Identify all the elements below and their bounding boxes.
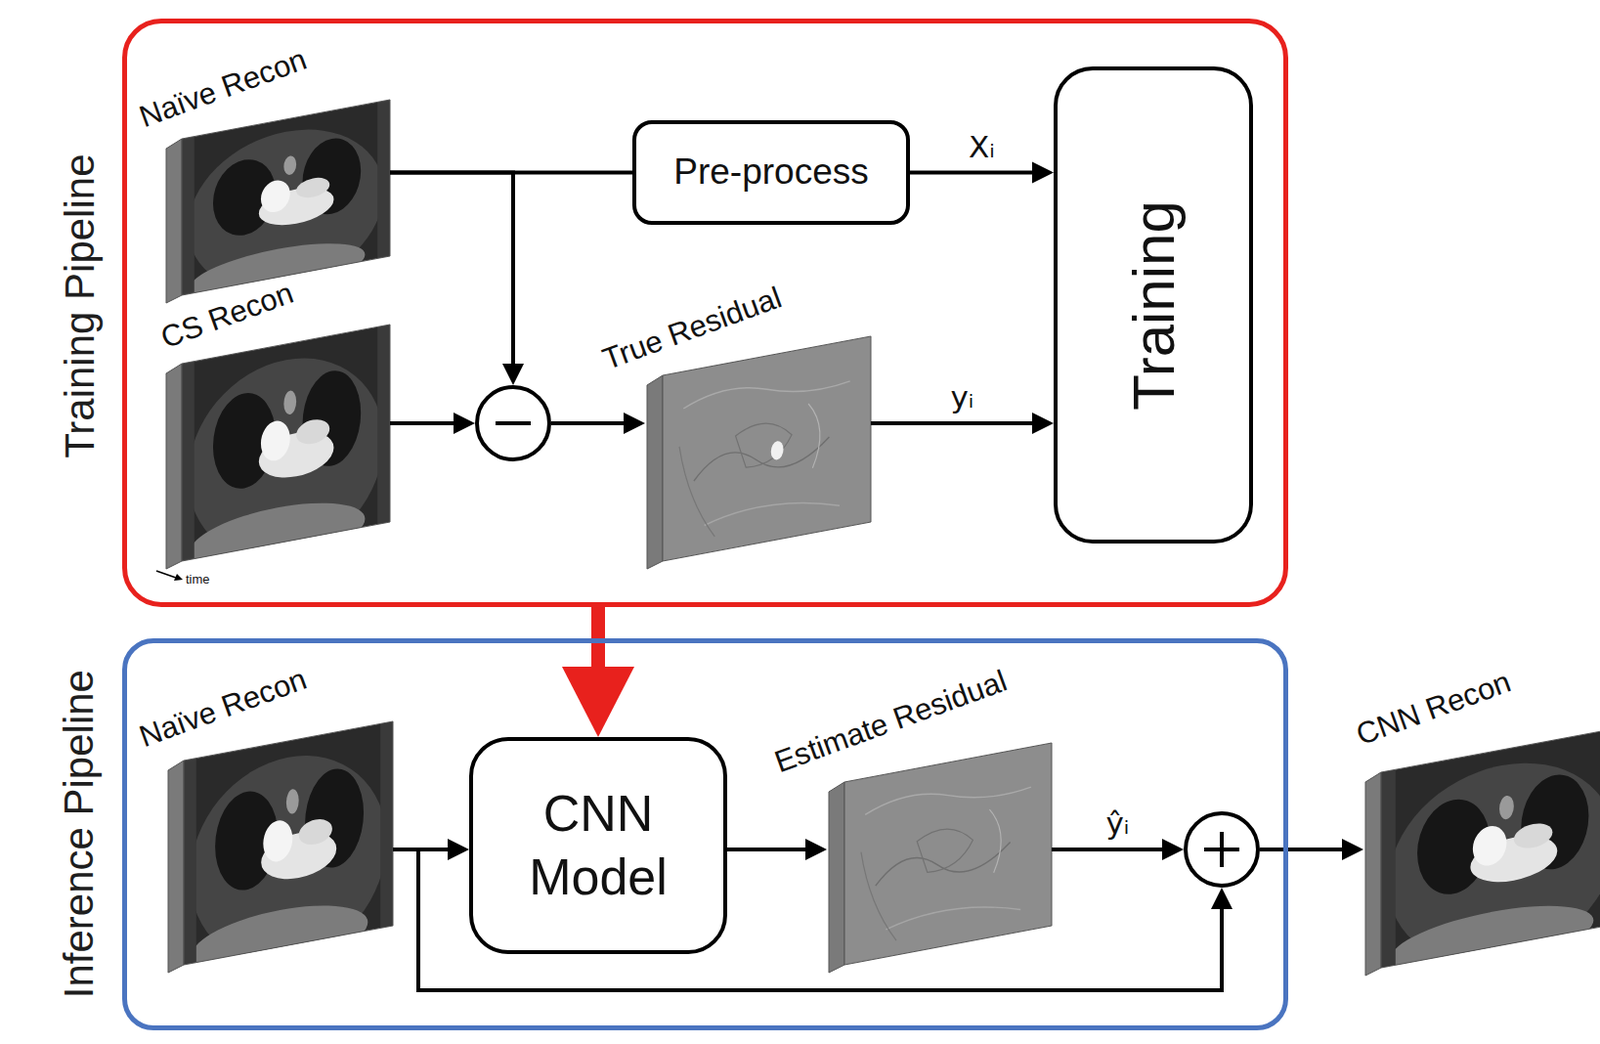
connector-line <box>591 606 606 667</box>
volume-label: Naïve Recon <box>134 42 312 135</box>
connector-arrow <box>909 162 1054 184</box>
image-volume: CNN Recon <box>1363 727 1600 968</box>
image-volume: Naïve Recon <box>164 99 390 296</box>
connector-arrow <box>870 412 1054 434</box>
slab-side <box>166 363 182 569</box>
image-volume: Naïve Recon <box>166 721 393 965</box>
arrowhead <box>623 412 646 434</box>
slab-side <box>168 760 184 973</box>
slab-side <box>647 375 663 569</box>
arrowhead <box>453 412 476 434</box>
time-arrow <box>156 570 176 578</box>
signal-label: Xᵢ <box>965 129 998 166</box>
volume-label: Naïve Recon <box>134 661 312 755</box>
connector-line <box>1051 847 1163 852</box>
arrowhead <box>1210 887 1233 909</box>
volume-label: CS Recon <box>156 275 299 356</box>
axis-label: time <box>185 571 211 588</box>
connector-arrow <box>727 838 827 861</box>
image-volume: CS Recon <box>164 324 390 562</box>
training-box: Training <box>1053 66 1254 544</box>
box-label: Pre-process <box>673 149 868 195</box>
slab-outline <box>181 99 390 296</box>
connector-line <box>1259 847 1342 852</box>
slab-outline <box>662 336 871 562</box>
connector-line <box>551 421 624 426</box>
slab-outline <box>844 742 1052 965</box>
arrowhead <box>502 363 524 386</box>
residual-image <box>662 336 871 562</box>
slab-side <box>166 138 182 303</box>
minus-sign <box>495 421 531 426</box>
volume-label: CNN Recon <box>1351 664 1516 753</box>
connector-arrow <box>389 172 524 387</box>
volume-label: Estimate Residual <box>770 663 1012 780</box>
model-box: CNN Model <box>469 736 728 954</box>
box-label: Training <box>1117 200 1191 411</box>
connector-line <box>389 421 454 426</box>
mri-image <box>181 324 390 562</box>
residual-spot <box>771 439 784 461</box>
connector-arrow <box>1259 838 1364 861</box>
slab-outline <box>1381 727 1600 968</box>
process-box: Pre-process <box>632 120 910 225</box>
slab-side <box>828 781 845 973</box>
image-volume: Estimate Residual <box>826 742 1052 965</box>
mri-image <box>183 721 393 965</box>
time-arrowhead <box>173 573 183 581</box>
slab-side <box>1365 772 1382 976</box>
mri-image <box>1381 727 1600 968</box>
signal-label: ŷᵢ <box>1103 805 1133 842</box>
residual-image <box>844 742 1052 965</box>
arrowhead <box>1032 162 1054 184</box>
volume-label: True Residual <box>598 280 786 378</box>
subtract-operator <box>475 385 552 462</box>
pipeline-title: Training Pipeline <box>55 154 103 459</box>
box-label: CNN Model <box>492 781 704 909</box>
mri-image <box>181 99 390 296</box>
connector-line <box>727 847 806 852</box>
connector-arrow <box>551 412 646 434</box>
arrowhead <box>805 838 827 861</box>
connector-arrow <box>389 412 476 434</box>
connector-line <box>389 172 514 365</box>
arrowhead <box>1162 838 1184 861</box>
connector-line <box>909 171 1033 175</box>
image-volume: True Residual <box>645 336 871 562</box>
slab-outline <box>181 324 390 562</box>
connector-arrow <box>1051 838 1184 861</box>
connector-line <box>870 421 1033 426</box>
add-operator <box>1183 811 1260 888</box>
arrowhead <box>562 666 635 737</box>
signal-label: yᵢ <box>948 379 978 416</box>
slab-outline <box>183 721 393 965</box>
plus-sign <box>1219 831 1224 867</box>
model-transfer-arrow <box>562 606 635 737</box>
arrowhead <box>1341 838 1364 861</box>
arrowhead <box>1032 412 1054 434</box>
pipeline-frame: Training PipelineNaïve ReconCS ReconPre-… <box>122 18 1289 607</box>
pipeline-title: Inference Pipeline <box>55 669 103 998</box>
arrowhead <box>447 838 470 861</box>
